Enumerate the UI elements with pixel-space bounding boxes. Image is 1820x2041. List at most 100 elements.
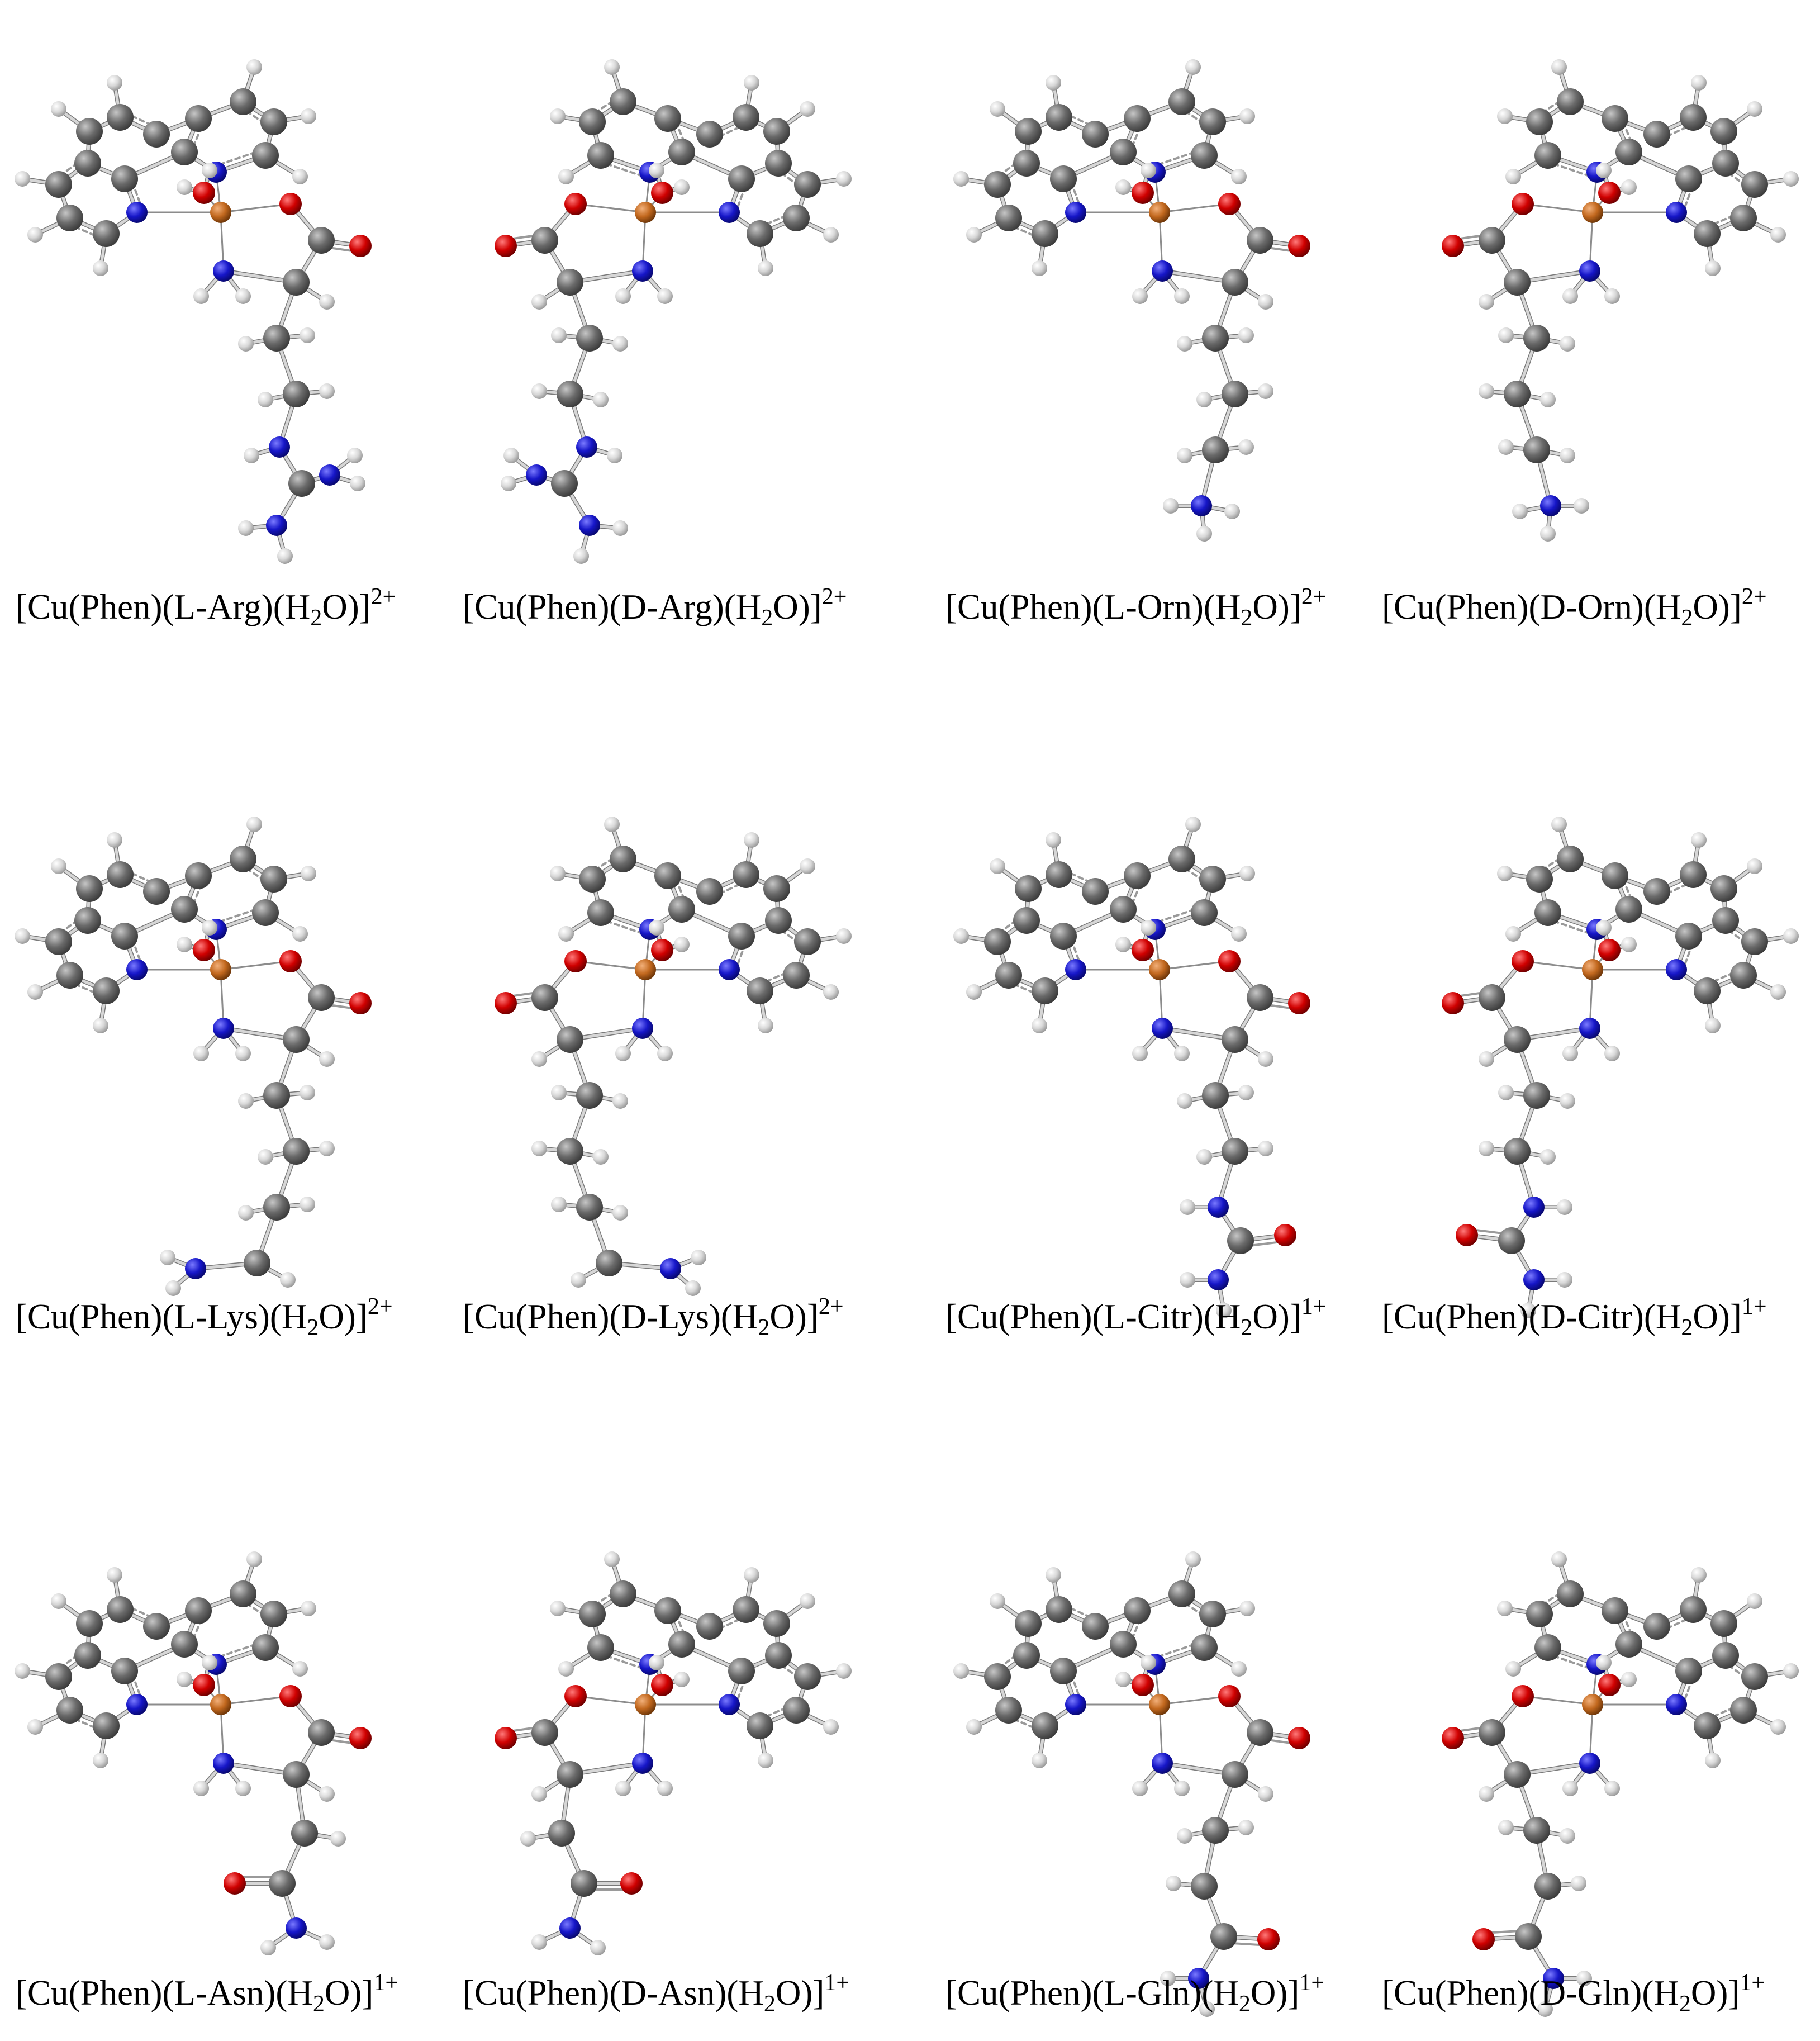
caption-10: [Cu(Phen)(D-Asn)(H2O)]1+	[463, 1971, 849, 2016]
atom-h	[258, 392, 273, 407]
caption-charge: 2+	[1301, 584, 1327, 610]
atom-h	[1239, 866, 1255, 881]
atom-c	[1712, 150, 1739, 177]
atom-h	[1141, 1655, 1156, 1670]
atom-h	[1163, 498, 1179, 514]
atom-c	[252, 142, 279, 169]
atom-h	[1479, 1051, 1494, 1067]
atom-o	[564, 1685, 587, 1707]
atom-h	[1177, 1093, 1192, 1109]
atom-o	[1598, 182, 1621, 204]
atom-o	[1512, 950, 1534, 972]
atom-c	[794, 171, 821, 198]
atom-n	[1543, 1968, 1564, 1989]
atom-o	[495, 992, 517, 1014]
atom-c	[74, 1642, 101, 1669]
atom-o	[193, 939, 215, 961]
atom-n	[719, 1694, 740, 1715]
atom-c	[696, 1613, 723, 1640]
atom-c	[263, 325, 290, 352]
atom-h	[744, 832, 759, 848]
atom-h	[1046, 75, 1061, 91]
caption-charge: 2+	[821, 584, 847, 610]
caption-prefix: [Cu(Phen)(L-Asn)(H	[16, 1973, 313, 2012]
atom-n	[632, 260, 653, 282]
atom-n	[1579, 260, 1600, 282]
atom-h	[1562, 1781, 1578, 1796]
atom-c	[260, 1601, 287, 1627]
atom-c	[596, 1250, 622, 1276]
atom-c	[1168, 88, 1195, 115]
atom-h	[1032, 260, 1047, 276]
atom-o	[564, 193, 587, 215]
atom-c	[45, 928, 72, 955]
atom-c	[557, 381, 583, 407]
atom-n	[1152, 1753, 1173, 1774]
atom-c	[74, 150, 101, 177]
caption-subscript: 2	[1679, 1991, 1691, 2017]
atom-h	[1166, 1876, 1181, 1891]
atom-c	[1046, 861, 1072, 888]
atom-c	[1526, 1601, 1553, 1627]
molecule-d-orn	[1442, 59, 1799, 542]
atom-c	[995, 205, 1022, 231]
atom-c	[995, 1697, 1022, 1724]
atom-h	[1551, 1551, 1567, 1567]
caption-subscript: 2	[1681, 605, 1693, 631]
atom-c	[984, 1663, 1011, 1690]
atom-c	[1199, 1601, 1226, 1627]
atom-h	[1196, 1149, 1212, 1165]
atom-cu	[1582, 959, 1603, 980]
caption-prefix: [Cu(Phen)(D-Orn)(H	[1382, 587, 1681, 626]
atom-c	[107, 861, 134, 888]
atom-h	[615, 1781, 631, 1796]
atom-h	[1520, 1303, 1536, 1318]
atom-h	[15, 171, 30, 187]
atom-n	[1523, 1197, 1545, 1218]
atom-h	[1160, 1971, 1176, 1986]
atom-c	[1032, 1712, 1058, 1739]
atom-h	[823, 1719, 839, 1735]
caption-8: [Cu(Phen)(D-Citr)(H2O)]1+	[1382, 1295, 1767, 1340]
atom-c	[531, 227, 558, 254]
atom-h	[1046, 1567, 1061, 1583]
atom-h	[1174, 288, 1190, 304]
atom-n	[319, 464, 340, 486]
atom-o	[1288, 1727, 1310, 1749]
atom-h	[1571, 1876, 1586, 1891]
atom-n	[126, 959, 148, 980]
atom-c	[171, 896, 198, 923]
atom-o	[1598, 1674, 1621, 1696]
atom-h	[93, 260, 108, 276]
atom-c	[1015, 875, 1042, 902]
atom-h	[1132, 1781, 1148, 1796]
atom-cu	[1582, 202, 1603, 223]
bond	[574, 203, 647, 213]
caption-subscript: 2	[1241, 605, 1253, 631]
atom-c	[308, 984, 335, 1011]
atom-n	[1065, 1694, 1086, 1715]
caption-suffix: O)]	[1693, 1297, 1742, 1336]
atom-c	[1210, 1923, 1237, 1950]
atom-c	[1710, 118, 1737, 145]
atom-h	[1560, 448, 1575, 463]
atom-o	[1442, 235, 1464, 257]
atom-h	[1604, 1781, 1620, 1796]
atom-c	[1013, 907, 1040, 934]
atom-h	[235, 1781, 251, 1796]
caption-subscript: 2	[312, 1991, 325, 2017]
caption-prefix: [Cu(Phen)(L-Lys)(H	[16, 1297, 307, 1336]
atom-h	[1479, 1141, 1494, 1156]
atom-h	[551, 1197, 567, 1212]
atom-h	[1560, 1093, 1575, 1109]
atom-h	[758, 1753, 773, 1768]
atom-h	[758, 260, 773, 276]
atom-h	[1551, 817, 1567, 832]
atom-h	[1557, 1272, 1572, 1288]
atom-o	[1218, 193, 1241, 215]
bond	[1522, 960, 1594, 971]
atom-h	[319, 1786, 335, 1802]
atom-c	[548, 1820, 575, 1847]
atom-h	[1596, 920, 1612, 936]
atom-h	[531, 294, 547, 310]
